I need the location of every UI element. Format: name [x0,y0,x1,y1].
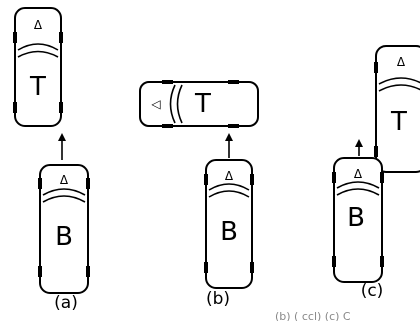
car-t-panel-a: Δ T [13,7,63,127]
footer-fragment: (b) ( ccl) (c) C [275,310,351,321]
panel-c: Δ T Δ B (c) [332,45,420,301]
car-t-marker-b: ◁ [150,97,160,111]
car-b-marker-c: Δ [354,167,363,181]
car-b-panel-a: Δ B [38,164,90,294]
car-b-panel-b: Δ B [204,159,254,289]
arrow-head-b [225,133,233,141]
caption-c: (c) [361,281,384,301]
caption-a: (a) [54,293,78,313]
car-t-label-a: T [29,72,46,102]
car-t-marker-a: Δ [34,18,43,32]
panel-a: Δ T Δ B (a) [13,7,90,313]
panel-b: ◁ T Δ B (b) [139,80,259,309]
car-t-label-c: T [390,107,407,137]
arrow-head-c [355,139,363,147]
caption-b: (b) [206,289,230,309]
car-b-label-b: B [220,217,238,247]
car-t-panel-c: Δ T [374,45,420,173]
car-t-label-b: T [194,89,211,119]
car-b-marker-a: Δ [60,173,69,187]
arrow-head-a [58,133,66,141]
car-b-label-a: B [55,222,73,252]
car-t-marker-c: Δ [397,55,406,69]
car-b-marker-b: Δ [225,169,234,183]
car-b-label-c: B [347,203,365,233]
car-b-panel-c: Δ B [332,157,384,283]
car-t-panel-b: ◁ T [139,80,259,128]
